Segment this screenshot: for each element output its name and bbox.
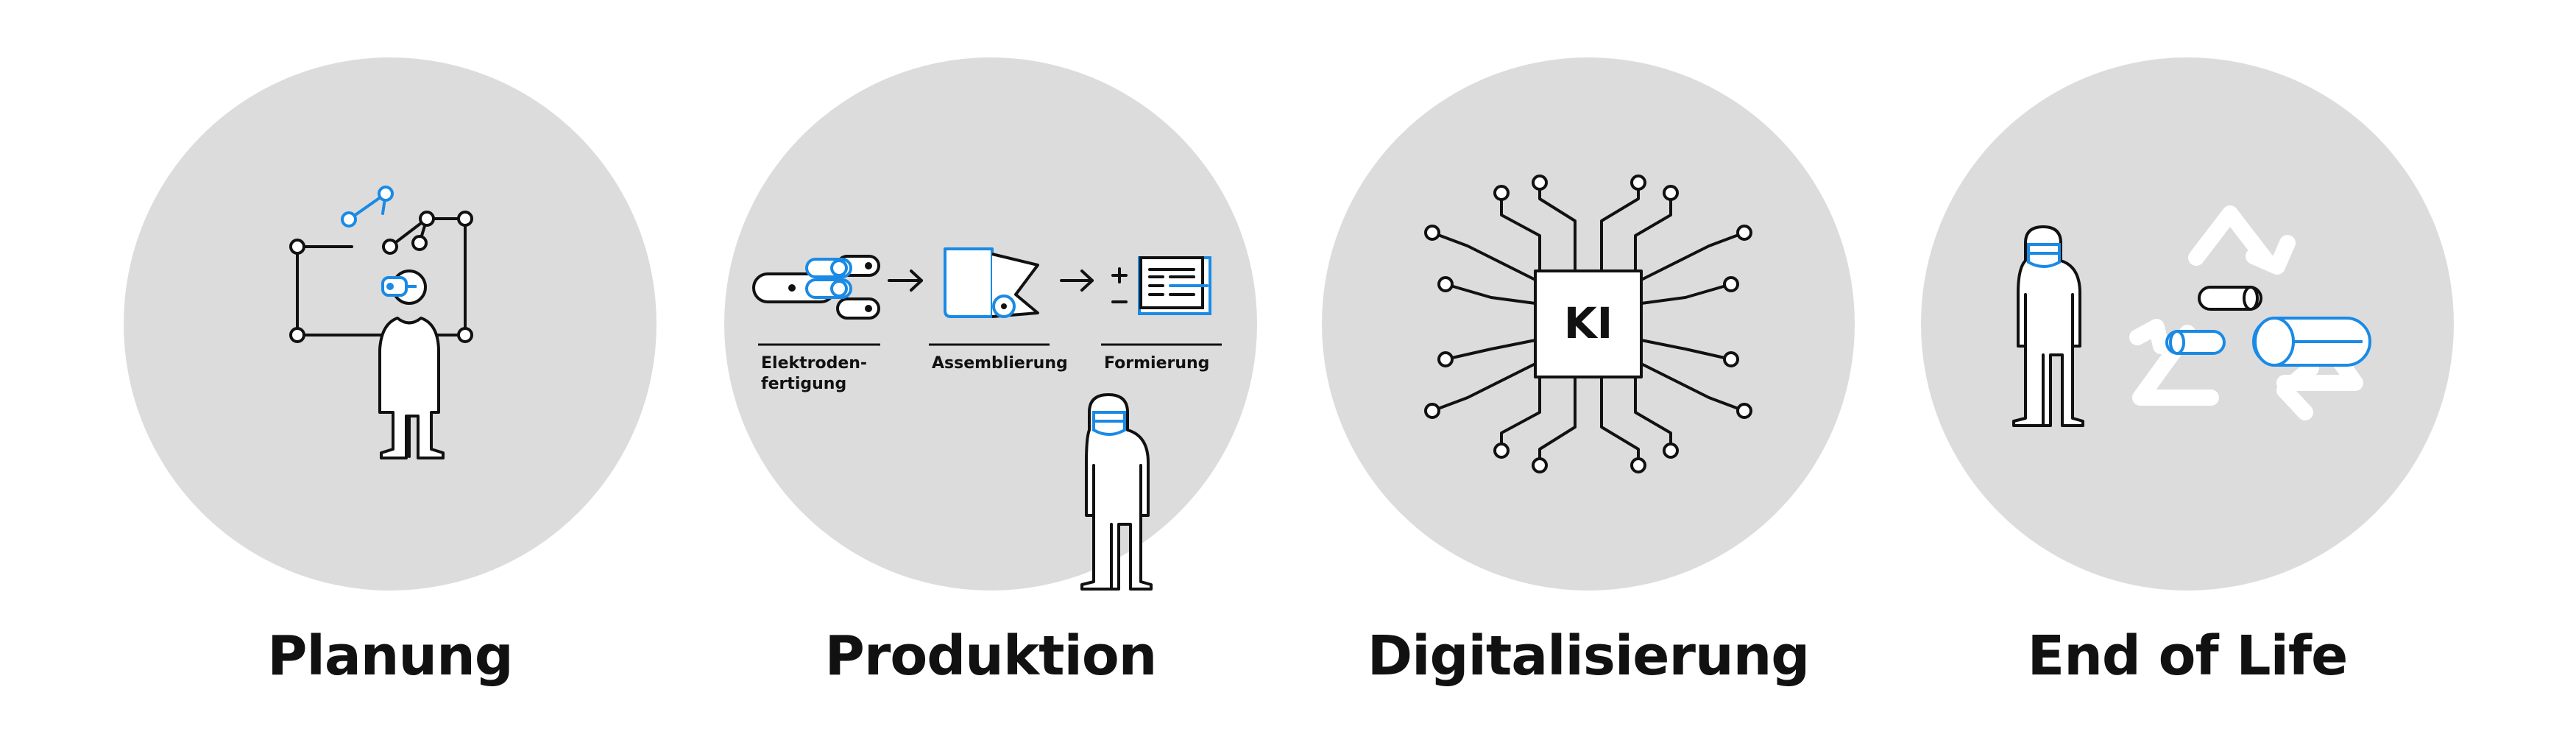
panel-title-planung: Planung bbox=[267, 624, 514, 688]
face-mask-icon bbox=[1092, 411, 1126, 436]
step-label-electrode-line1: Elektroden- bbox=[761, 354, 868, 373]
formation-cell-icon bbox=[1111, 256, 1211, 315]
planning-node-accent bbox=[341, 186, 394, 228]
planung-panel bbox=[124, 57, 657, 591]
battery-cell-icon bbox=[2165, 286, 2371, 367]
step-label-formation-line1: Formierung bbox=[1104, 354, 1210, 373]
ai-chip-icon bbox=[1424, 175, 1752, 473]
panel-title-end-of-life: End of Life bbox=[2027, 624, 2349, 688]
vr-headset-icon bbox=[381, 276, 417, 297]
step-label-formation: Formierung bbox=[1104, 353, 1209, 374]
end-of-life-circle bbox=[1921, 57, 2454, 591]
arrow-icon-2 bbox=[1060, 269, 1094, 292]
end-of-life-panel bbox=[1921, 57, 2454, 591]
recycling-icon bbox=[2129, 205, 2363, 420]
step-label-assembly: Assemblierung bbox=[932, 353, 1068, 374]
panel-title-digitalisierung: Digitalisierung bbox=[1367, 624, 1811, 688]
arrow-icon bbox=[888, 269, 923, 292]
produktion-panel bbox=[724, 57, 1257, 591]
step-label-electrode: Elektroden- fertigung bbox=[761, 353, 867, 395]
cleanroom-worker-icon bbox=[1080, 393, 1153, 591]
chip-label: KI bbox=[1563, 298, 1613, 348]
face-mask-icon-2 bbox=[2027, 243, 2061, 268]
panel-title-produktion: Produktion bbox=[824, 624, 1158, 688]
recycling-worker-icon bbox=[2012, 225, 2084, 427]
assembly-roll-icon bbox=[944, 247, 1039, 318]
produktion-circle bbox=[724, 57, 1257, 591]
step-label-assembly-line1: Assemblierung bbox=[932, 354, 1068, 373]
digitalisierung-panel bbox=[1322, 57, 1855, 591]
step-label-electrode-line2: fertigung bbox=[761, 375, 847, 393]
electrode-rollers-accent bbox=[805, 258, 852, 299]
